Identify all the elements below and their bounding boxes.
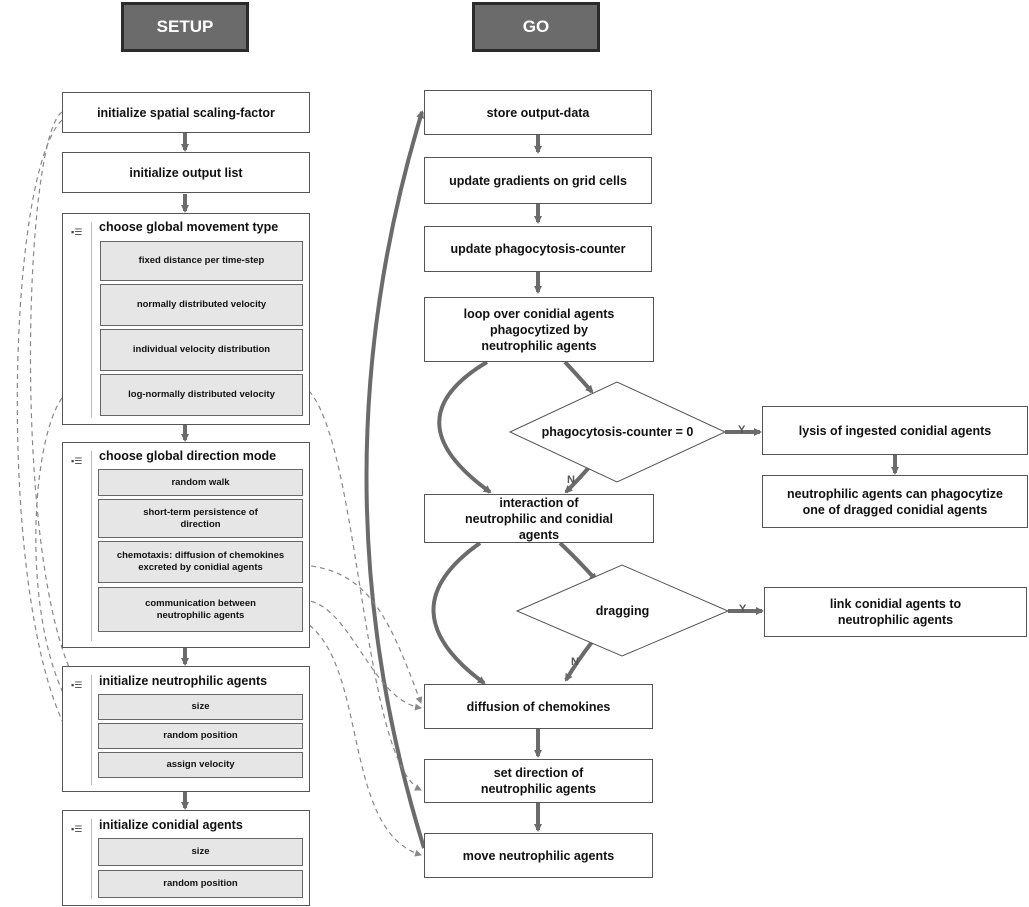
no-label: N — [571, 656, 579, 668]
list-icon: ▪☰ — [71, 227, 83, 237]
decision-counter-label: phagocytosis-counter = 0 — [541, 425, 694, 439]
direction-item: random walk — [98, 469, 303, 496]
arrow-loop-to-decision — [563, 360, 594, 394]
dash-communication-to-diffusion — [301, 599, 422, 711]
direction-item: chemotaxis: diffusion of chemokines excr… — [98, 541, 303, 583]
interaction-box: interaction of neutrophilic and conidial… — [424, 494, 654, 543]
group-divider — [91, 675, 92, 785]
neutrophilic-item: size — [98, 694, 303, 720]
update-counter-box: update phagocytosis-counter — [424, 226, 652, 272]
dash-communication-to-move — [301, 619, 422, 857]
dash-scaling-to-size — [29, 111, 96, 708]
group-divider — [91, 451, 92, 641]
conidial-item: size — [98, 838, 303, 866]
move-box: move neutrophilic agents — [424, 833, 653, 878]
movement-item: fixed distance per time-step — [100, 241, 303, 281]
list-icon: ▪☰ — [71, 456, 83, 466]
neutrophilic-group: ▪☰ initialize neutrophilic agents size r… — [62, 666, 310, 792]
yes-label: Y — [738, 424, 746, 436]
conidial-group: ▪☰ initialize conidial agents size rando… — [62, 810, 310, 906]
arrow-interaction-to-dragging — [558, 541, 598, 582]
movement-item: log-normally distributed velocity — [100, 374, 303, 416]
decision-counter-shape — [508, 381, 727, 483]
diffusion-box: diffusion of chemokines — [424, 684, 653, 729]
loop-conidial-box: loop over conidial agents phagocytized b… — [424, 297, 654, 362]
no-label: N — [567, 474, 575, 486]
list-icon: ▪☰ — [71, 680, 83, 690]
go-header: GO — [472, 2, 600, 52]
movement-title: choose global movement type — [99, 220, 279, 234]
movement-item: normally distributed velocity — [100, 284, 303, 326]
arrow-loop-to-interaction-curve — [437, 360, 492, 494]
list-icon: ▪☰ — [71, 824, 83, 834]
store-output-box: store output-data — [424, 90, 652, 135]
direction-item: communication between neutrophilic agent… — [98, 587, 303, 632]
direction-group: ▪☰ choose global direction mode random w… — [62, 442, 310, 648]
conidial-item: random position — [98, 870, 303, 898]
neutrophilic-title: initialize neutrophilic agents — [99, 674, 268, 688]
movement-group: ▪☰ choose global movement type fixed dis… — [62, 213, 310, 425]
conidial-title: initialize conidial agents — [99, 818, 243, 832]
decision-dragging-shape — [515, 564, 730, 657]
movement-item: individual velocity distribution — [100, 329, 303, 371]
set-direction-box: set direction of neutrophilic agents — [424, 759, 653, 803]
init-scaling-box: initialize spatial scaling-factor — [62, 92, 310, 133]
direction-title: choose global direction mode — [99, 449, 277, 463]
arrow-interaction-to-diffusion-curve — [431, 541, 486, 685]
arrow-loop-back-to-store — [364, 110, 426, 849]
can-phagocytize-box: neutrophilic agents can phagocytize one … — [762, 475, 1028, 528]
decision-dragging-label: dragging — [595, 604, 650, 618]
update-gradients-box: update gradients on grid cells — [424, 157, 652, 204]
yes-label: Y — [739, 603, 747, 615]
arrow-dragging-no-to-diffusion — [564, 640, 594, 682]
dash-chemotaxis-to-diffusion — [301, 564, 423, 704]
init-output-box: initialize output list — [62, 152, 310, 193]
neutrophilic-item: random position — [98, 723, 303, 749]
setup-header: SETUP — [121, 2, 249, 52]
group-divider — [91, 819, 92, 899]
dash-lognormal-to-set-direction — [301, 384, 422, 791]
link-box: link conidial agents to neutrophilic age… — [764, 587, 1027, 637]
dash-scaling-to-assign-velocity — [16, 119, 96, 766]
lysis-box: lysis of ingested conidial agents — [762, 406, 1028, 455]
neutrophilic-item: assign velocity — [98, 752, 303, 778]
group-divider — [91, 222, 92, 418]
direction-item: short-term persistence of direction — [98, 499, 303, 538]
